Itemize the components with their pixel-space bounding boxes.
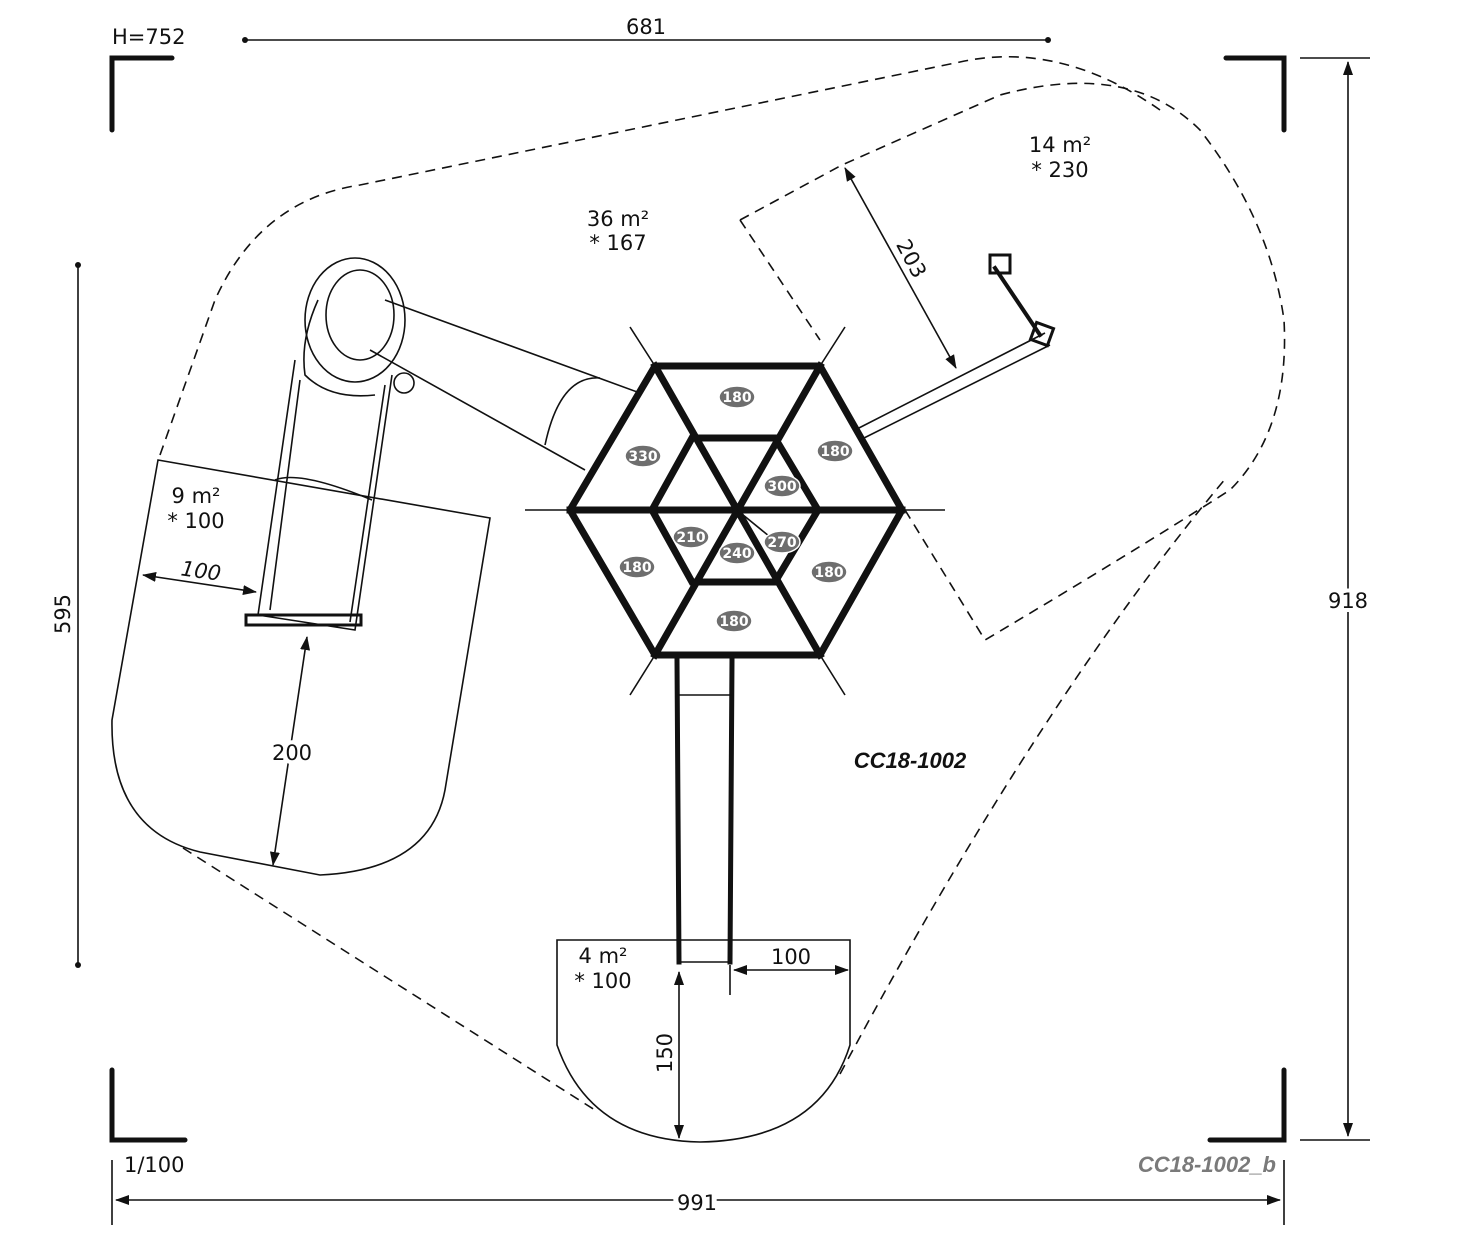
dimension-lines — [75, 37, 1370, 1225]
zipline — [854, 253, 1056, 441]
height-badge — [763, 474, 801, 498]
height-badge — [624, 444, 662, 468]
height-label: H=752 — [112, 25, 185, 49]
tube-slide — [244, 257, 641, 631]
bottom-run-out-label: 150 — [653, 1033, 677, 1073]
slide-area-label: 9 m² — [172, 484, 221, 508]
height-badge — [816, 439, 854, 463]
main-height-label: * 167 — [589, 231, 646, 255]
height-badge — [715, 609, 753, 633]
bottom-width-label: 991 — [677, 1191, 717, 1215]
model-code: CC18-1002 — [854, 748, 967, 773]
height-badge-label: 180 — [820, 444, 849, 460]
bottom-exit-zone — [556, 939, 851, 1143]
platform-height-badges: 180 330 180 300 210 270 240 180 180 180 — [618, 385, 854, 633]
bottom-height-label: * 100 — [574, 969, 631, 993]
corner-marks — [109, 55, 1287, 1143]
height-badge — [718, 385, 756, 409]
height-badge-label: 240 — [722, 546, 751, 562]
bottom-area-label: 4 m² — [579, 944, 628, 968]
height-badge — [618, 555, 656, 579]
zip-area-label: 14 m² — [1029, 133, 1091, 157]
main-area-label: 36 m² — [587, 207, 649, 231]
zipline-offset-label: 203 — [891, 235, 931, 282]
scale-label: 1/100 — [124, 1153, 185, 1177]
zip-height-label: * 230 — [1031, 158, 1088, 182]
safety-zone-outline — [159, 56, 1227, 1113]
height-badge — [718, 541, 756, 565]
slide-side-label: 100 — [179, 556, 222, 585]
right-height-label: 918 — [1328, 589, 1368, 613]
height-badge-label: 330 — [628, 449, 657, 465]
hexagon-net-structure — [525, 326, 945, 696]
height-badge-label: 300 — [767, 479, 796, 495]
height-badge — [810, 560, 848, 584]
slide-run-out-label: 200 — [272, 741, 312, 765]
walkway — [674, 657, 735, 965]
height-badge — [672, 525, 710, 549]
top-dimension-label: 681 — [626, 15, 666, 39]
height-badge-label: 180 — [719, 614, 748, 630]
slide-height-label: * 100 — [167, 509, 224, 533]
height-badge — [763, 530, 801, 554]
bottom-side-label: 100 — [771, 945, 811, 969]
height-badge-label: 180 — [622, 560, 651, 576]
height-badge-label: 210 — [676, 530, 705, 546]
height-badge-label: 270 — [767, 535, 796, 551]
slide-exit-zone — [111, 459, 491, 876]
zipline-zone-outline — [739, 82, 1286, 642]
height-badge-label: 180 — [722, 390, 751, 406]
height-badge-label: 180 — [814, 565, 843, 581]
left-height-label: 595 — [51, 594, 75, 634]
drawing-code: CC18-1002_b — [1138, 1152, 1276, 1177]
